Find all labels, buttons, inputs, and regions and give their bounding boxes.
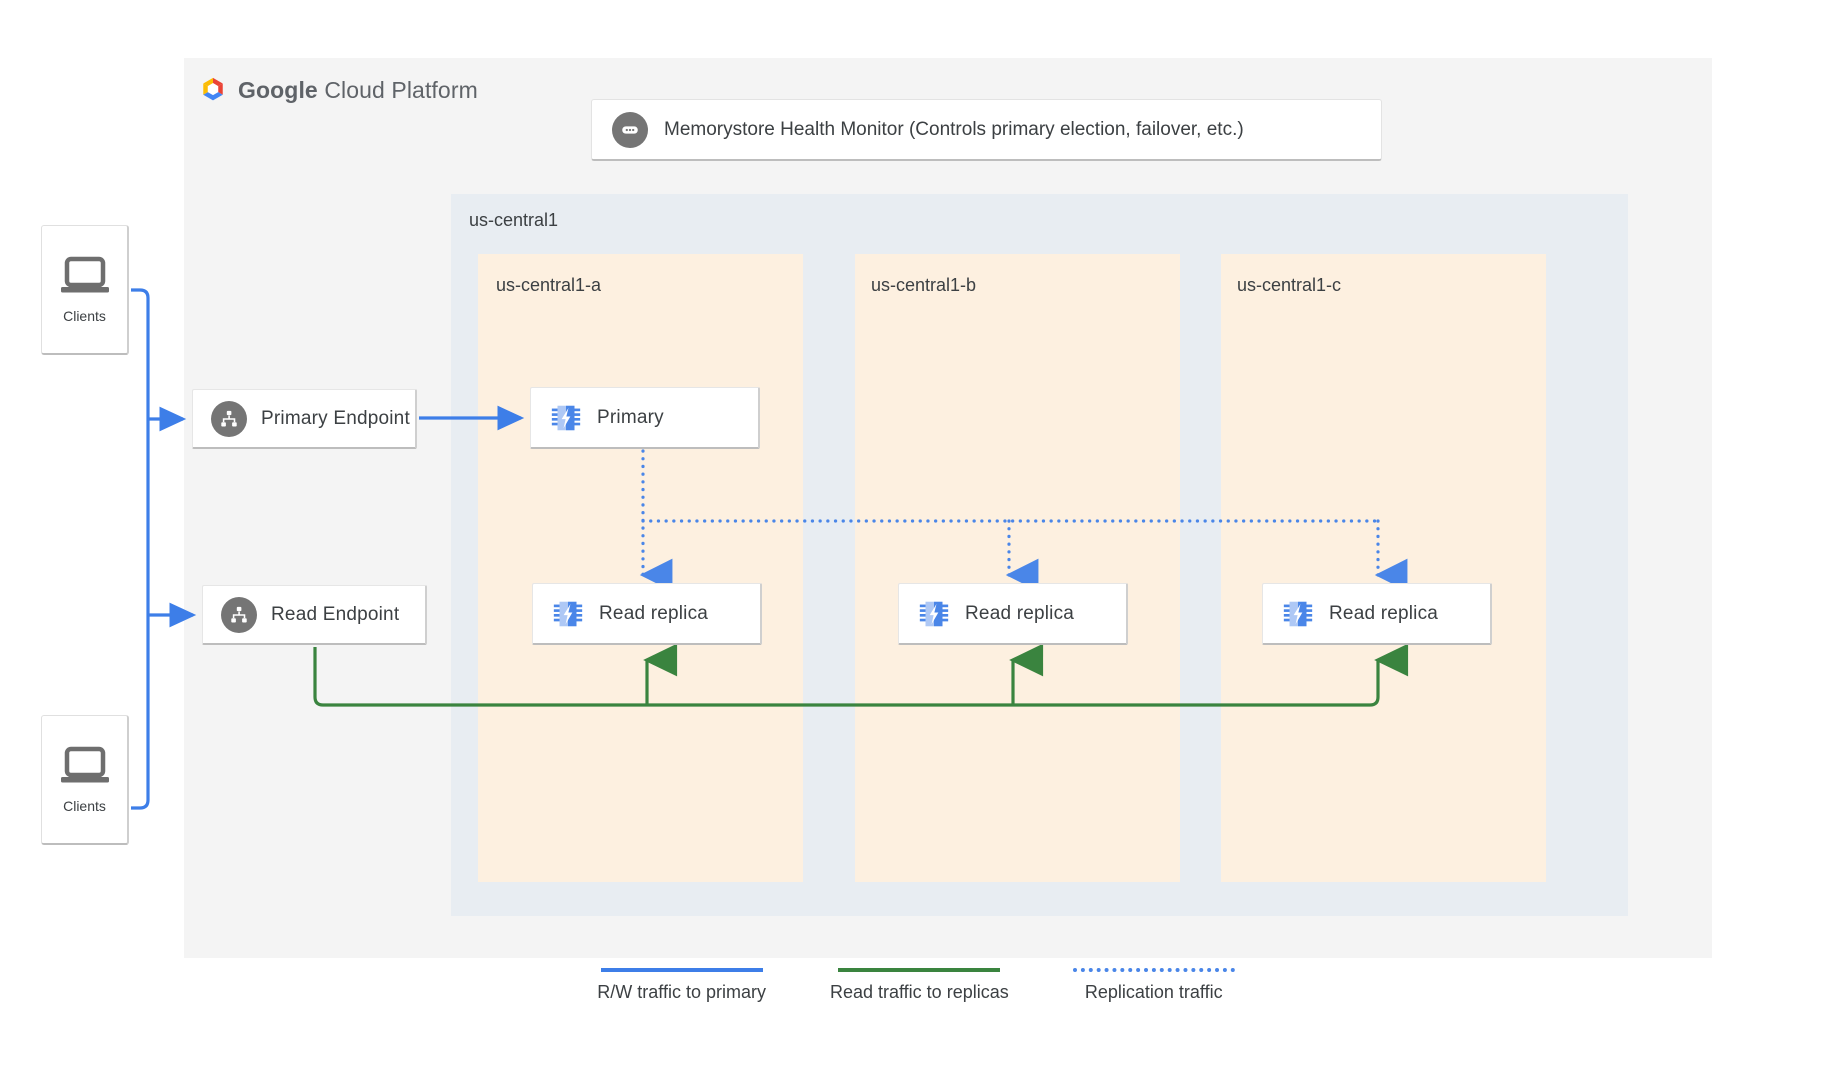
memorystore-chip-icon xyxy=(919,601,949,626)
zone-container-us-central1-c xyxy=(1221,254,1546,882)
legend: R/W traffic to primary Read traffic to r… xyxy=(0,968,1832,1003)
clients-label-top: Clients xyxy=(63,307,106,324)
read-replica-node-b[interactable]: Read replica xyxy=(898,583,1128,645)
health-monitor-bar[interactable]: Memorystore Health Monitor (Controls pri… xyxy=(591,99,1382,161)
health-monitor-label: Memorystore Health Monitor (Controls pri… xyxy=(664,118,1244,140)
logo-text: Google Cloud Platform xyxy=(238,77,478,104)
legend-swatch-blue-solid xyxy=(600,968,763,972)
zone-label-c: us-central1-c xyxy=(1237,275,1342,295)
legend-swatch-green-solid xyxy=(838,968,1001,972)
primary-instance-node[interactable]: Primary xyxy=(530,387,760,449)
logo-text-bold: Google xyxy=(238,76,318,103)
memorystore-chip-icon xyxy=(553,601,583,626)
memorystore-chip-icon xyxy=(1283,601,1313,626)
clients-node-bottom[interactable]: Clients xyxy=(41,715,129,845)
read-replica-label-c: Read replica xyxy=(1329,602,1439,624)
zone-container-us-central1-b xyxy=(855,254,1180,882)
legend-label-rw-traffic: R/W traffic to primary xyxy=(597,982,766,1002)
memorystore-chip-icon xyxy=(551,405,581,430)
google-cloud-hexagon-icon xyxy=(203,77,223,101)
legend-item-read-traffic: Read traffic to replicas xyxy=(830,968,1009,1003)
region-label: us-central1 xyxy=(469,210,559,230)
primary-instance-label: Primary xyxy=(597,406,664,428)
legend-item-rw-traffic: R/W traffic to primary xyxy=(597,968,766,1003)
laptop-icon xyxy=(60,256,109,292)
primary-endpoint-node[interactable]: Primary Endpoint xyxy=(192,389,417,449)
legend-item-replication-traffic: Replication traffic xyxy=(1072,968,1235,1003)
read-endpoint-node[interactable]: Read Endpoint xyxy=(202,585,427,645)
google-cloud-platform-logo: Google Cloud Platform xyxy=(198,75,478,105)
clients-node-top[interactable]: Clients xyxy=(41,225,129,355)
zone-container-us-central1-a xyxy=(478,254,803,882)
legend-label-replication-traffic: Replication traffic xyxy=(1084,982,1223,1002)
legend-label-read-traffic: Read traffic to replicas xyxy=(829,982,1009,1002)
clients-label-bottom: Clients xyxy=(63,797,106,814)
network-endpoint-icon xyxy=(211,400,247,437)
health-monitor-icon xyxy=(612,111,648,148)
network-endpoint-icon xyxy=(221,596,257,633)
read-replica-label-a: Read replica xyxy=(599,602,709,624)
read-endpoint-label: Read Endpoint xyxy=(271,603,400,625)
primary-endpoint-label: Primary Endpoint xyxy=(261,407,410,429)
read-replica-node-c[interactable]: Read replica xyxy=(1262,583,1492,645)
zone-label-b: us-central1-b xyxy=(871,275,977,295)
legend-swatch-blue-dotted xyxy=(1072,968,1235,972)
zone-label-a: us-central1-a xyxy=(496,275,602,295)
logo-text-rest: Cloud Platform xyxy=(317,76,478,103)
laptop-icon xyxy=(60,746,109,782)
read-replica-label-b: Read replica xyxy=(965,602,1075,624)
read-replica-node-a[interactable]: Read replica xyxy=(532,583,762,645)
